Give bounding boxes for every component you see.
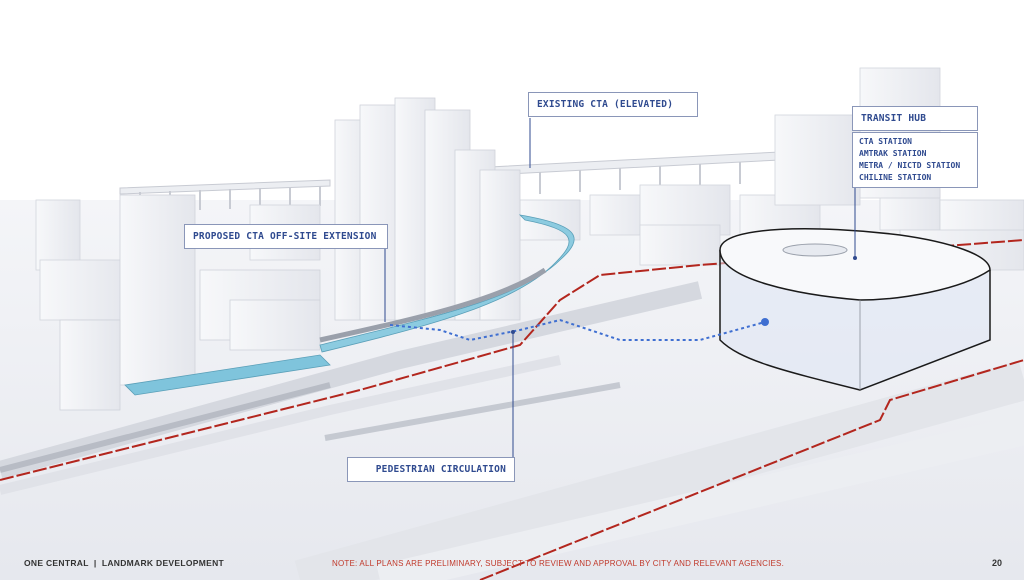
leader-lines <box>384 118 856 460</box>
transit-hub-title: TRANSIT HUB <box>861 113 927 124</box>
existing-cta-structure <box>119 151 781 212</box>
footer-project-title: ONE CENTRAL | LANDMARK DEVELOPMENT <box>24 558 225 568</box>
transit-hub-item: AMTRAK STATION <box>859 149 927 158</box>
transit-hub-item: CHILINE STATION <box>859 173 932 182</box>
footer-disclaimer: NOTE: ALL PLANS ARE PRELIMINARY, SUBJECT… <box>332 559 784 568</box>
callout-transit-hub: TRANSIT HUB <box>852 106 978 131</box>
pedestrian-path <box>389 318 766 342</box>
callout-pedestrian-circulation: PEDESTRIAN CIRCULATION <box>347 457 515 482</box>
transit-hub-item: METRA / NICTD STATION <box>859 161 961 170</box>
transit-hub-item: CTA STATION <box>859 137 912 146</box>
transit-hub-list: CTA STATION AMTRAK STATION METRA / NICTD… <box>852 132 978 188</box>
page-number: 20 <box>991 558 1002 568</box>
callout-proposed-extension: PROPOSED CTA OFF-SITE EXTENSION <box>184 224 388 249</box>
tower-cluster <box>59 97 521 411</box>
transit-hub-volume <box>719 228 991 391</box>
rail-corridor <box>0 239 1024 580</box>
callout-proposed-extension-label: PROPOSED CTA OFF-SITE EXTENSION <box>193 231 377 242</box>
callout-existing-cta: EXISTING CTA (ELEVATED) <box>528 92 698 117</box>
callout-pedestrian-label: PEDESTRIAN CIRCULATION <box>375 464 506 475</box>
callout-existing-cta-label: EXISTING CTA (ELEVATED) <box>537 99 674 110</box>
proposed-cta-extension <box>124 214 575 396</box>
